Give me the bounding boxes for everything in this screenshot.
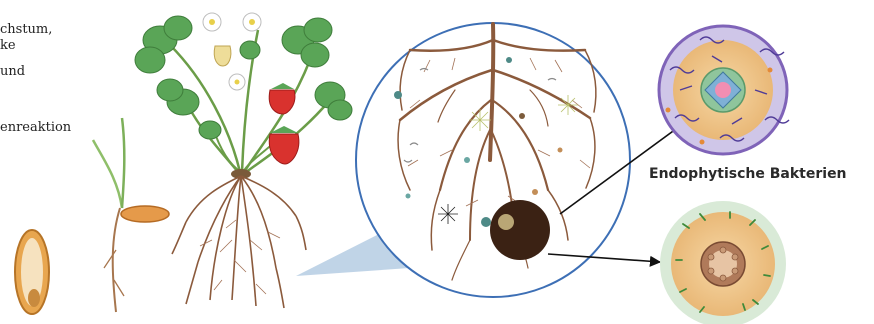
root-zoom-icon <box>356 23 630 297</box>
strawberry-icon <box>269 83 295 114</box>
strawberry-plant-icon <box>135 13 352 308</box>
seed-icon <box>15 230 49 314</box>
endophytic-bacteria-label: Endophytische Bakterien <box>649 166 847 182</box>
root-cross-section-icon <box>659 26 789 154</box>
root-cross-section-icon <box>660 201 786 324</box>
seedling-icon <box>93 118 169 312</box>
strawberry-icon <box>269 126 299 164</box>
